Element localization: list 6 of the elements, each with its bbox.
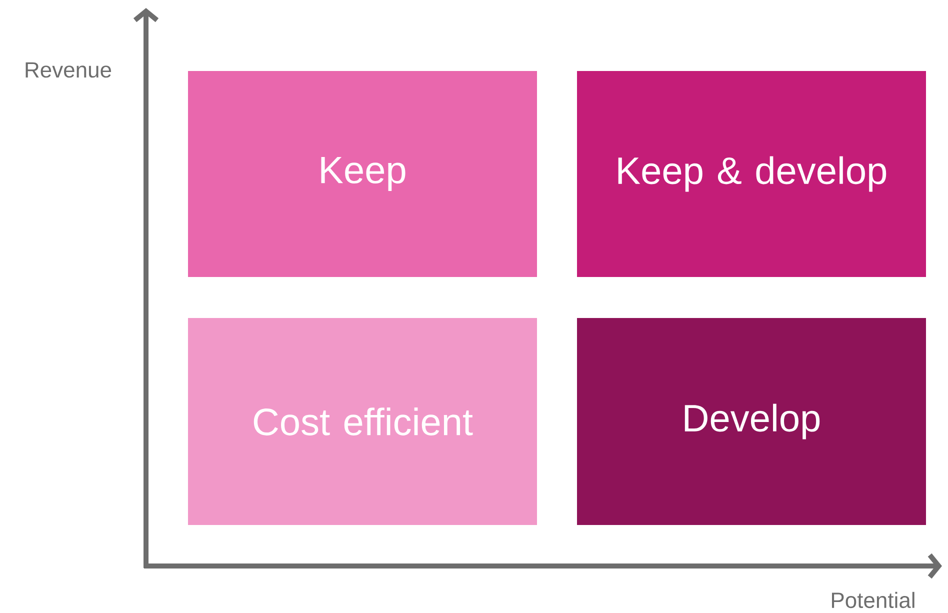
axis-label: Revenue: [26, 62, 112, 78]
quadrant-box: Develop: [577, 318, 926, 525]
quadrant-box: Cost efficient: [188, 318, 537, 525]
quadrant-box: Keep & develop: [577, 71, 926, 277]
quadrant-box: Keep: [188, 71, 537, 277]
axis-label: Potential: [832, 592, 914, 608]
